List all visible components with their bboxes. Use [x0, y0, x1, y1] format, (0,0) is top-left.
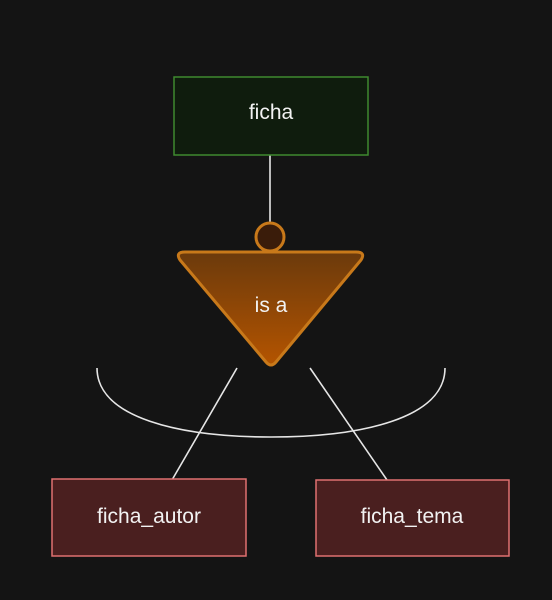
- entity-ficha-label: ficha: [249, 101, 294, 124]
- isa-to-ficha-autor-line: [171, 367, 238, 481]
- isa-triangle: [176, 250, 365, 367]
- entity-ficha-tema[interactable]: ficha_tema: [315, 479, 510, 557]
- isa-to-ficha-tema-line: [309, 367, 388, 481]
- entity-ficha-autor-label: ficha_autor: [97, 505, 201, 528]
- entity-ficha-autor[interactable]: ficha_autor: [51, 478, 247, 557]
- specialization-arc: [96, 367, 446, 438]
- participation-circle: [254, 221, 286, 253]
- entity-ficha-tema-box: [315, 479, 510, 557]
- isa-relationship[interactable]: is a: [176, 250, 365, 367]
- isa-label: is a: [255, 294, 288, 317]
- entity-ficha-autor-box: [51, 478, 247, 557]
- entity-ficha[interactable]: ficha: [173, 76, 369, 156]
- entity-ficha-tema-label: ficha_tema: [361, 505, 464, 528]
- entity-ficha-box: [173, 76, 369, 156]
